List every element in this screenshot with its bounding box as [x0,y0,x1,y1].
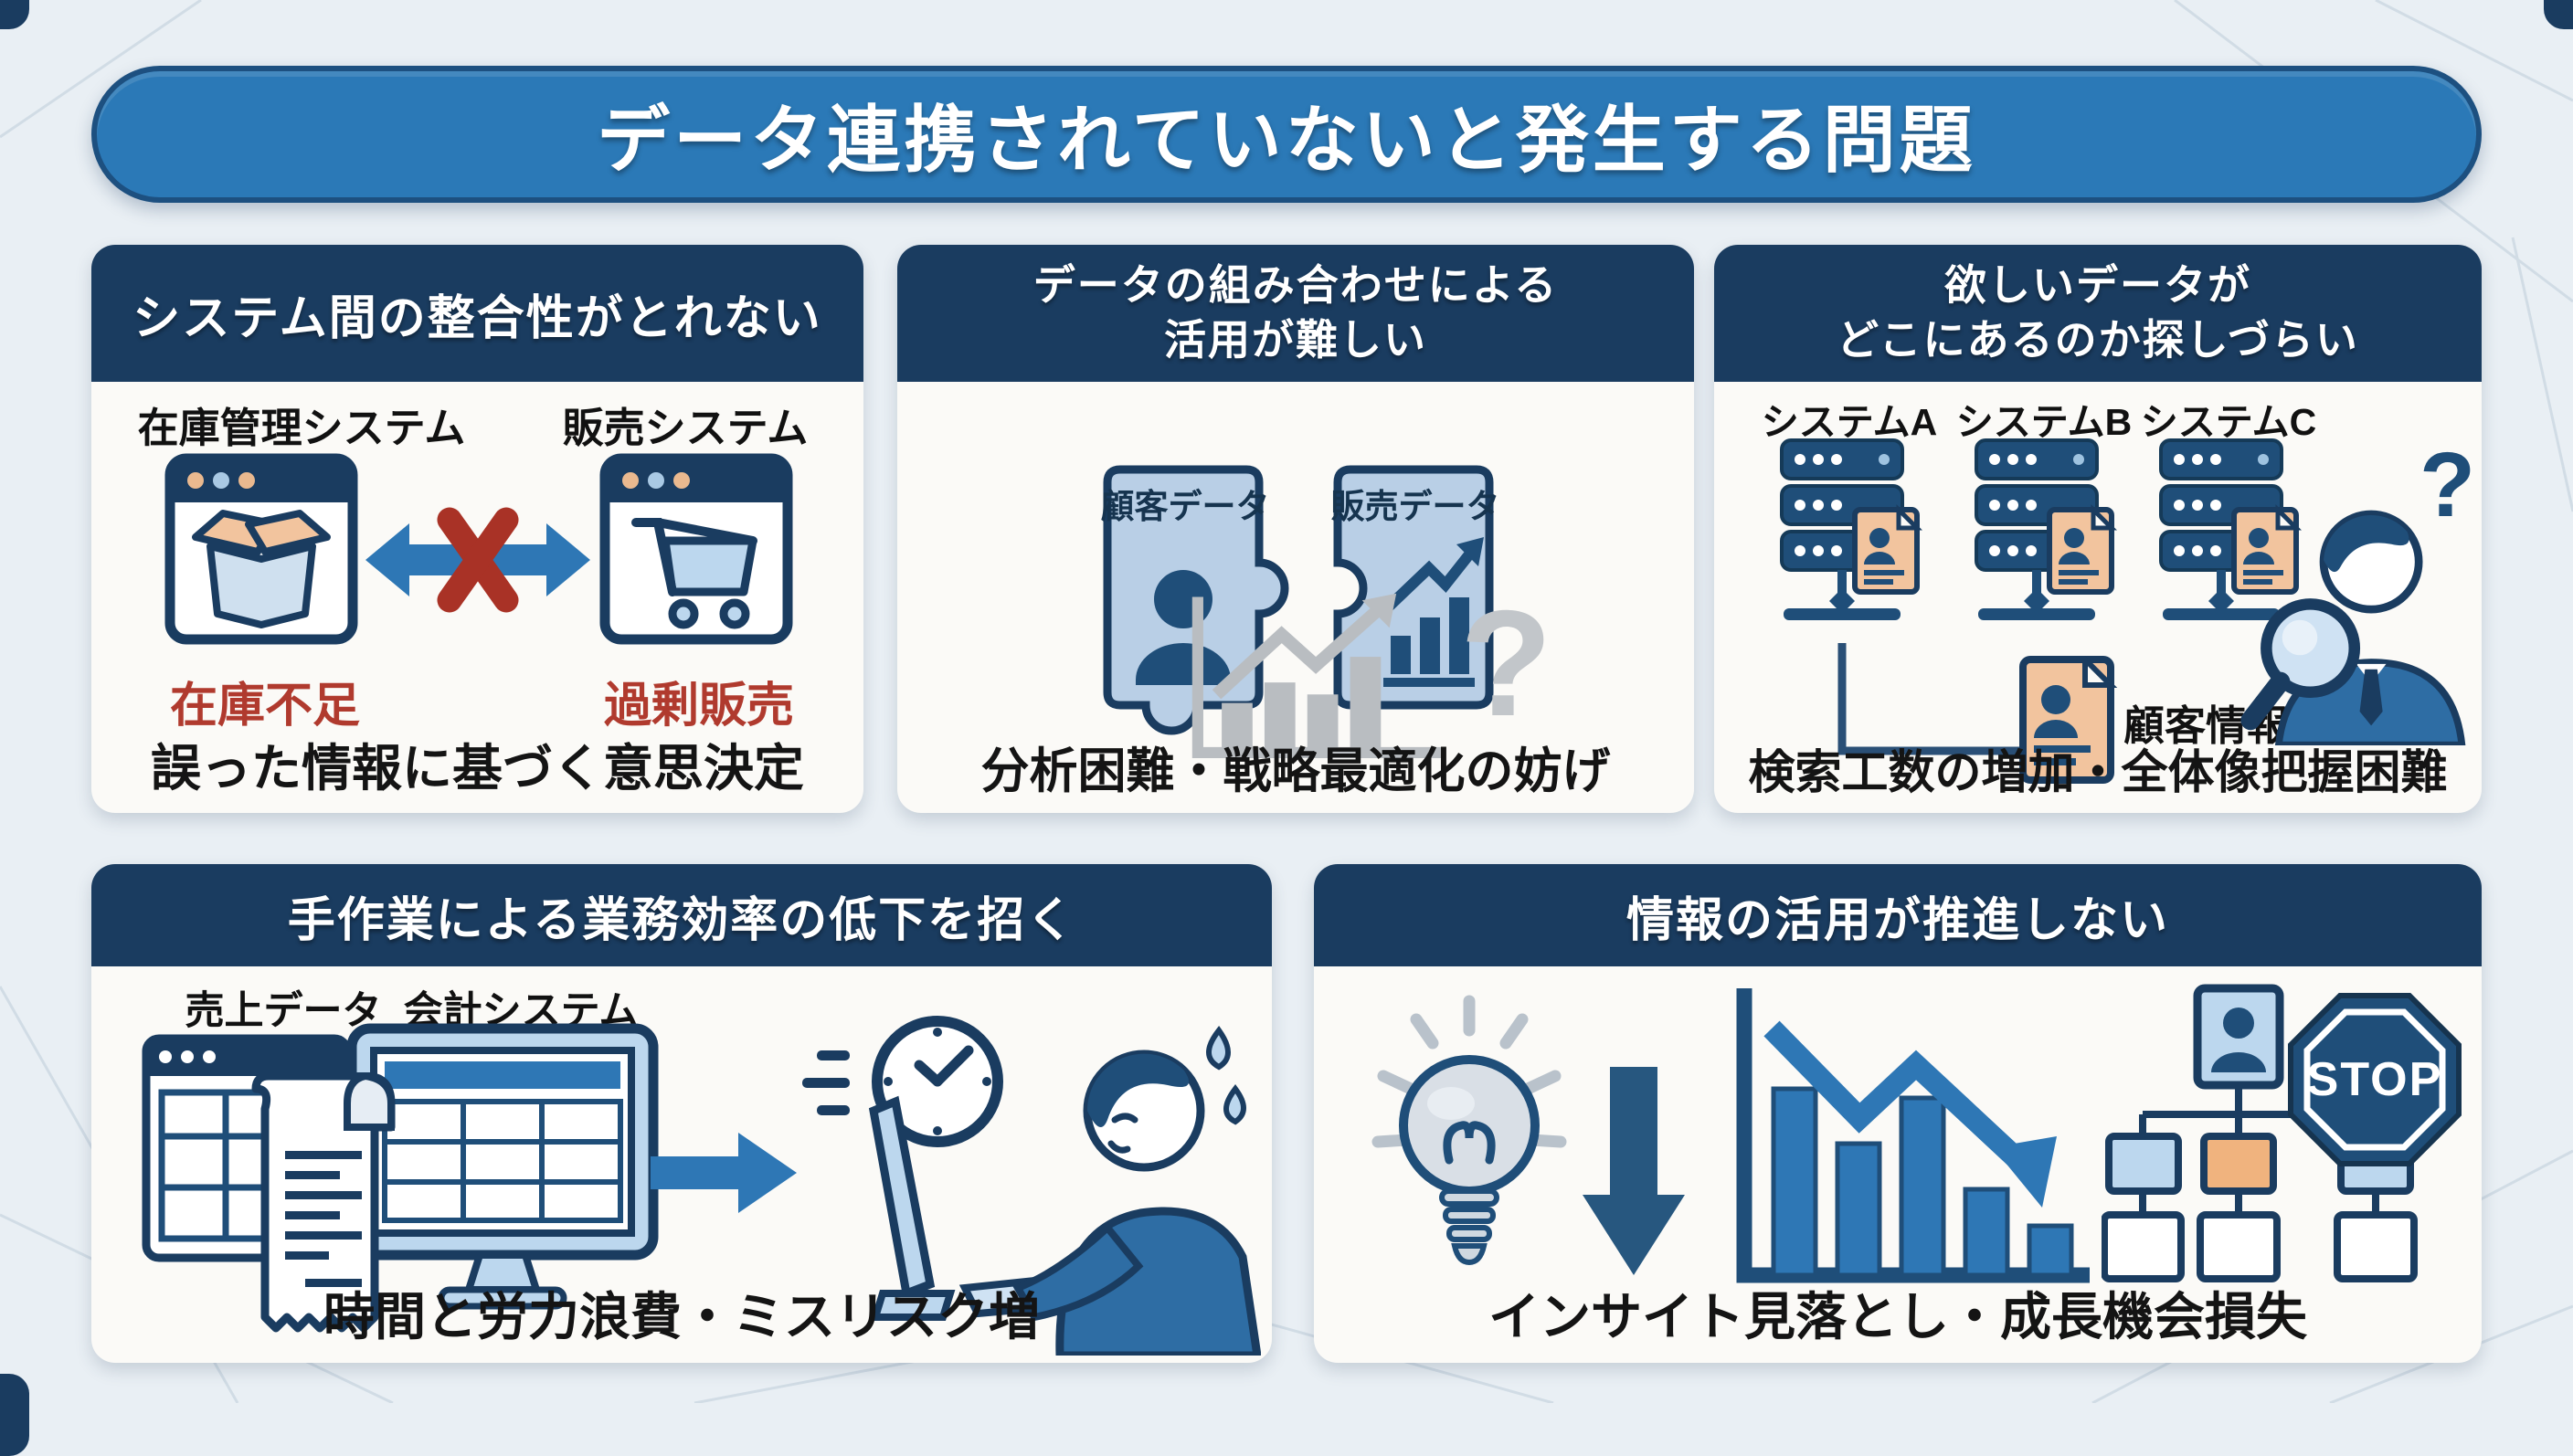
system-b-label: システムB [1955,401,2133,443]
system-a-label: システムA [1761,401,1938,443]
card-data-location: 欲しいデータが どこにあるのか探しづらい システムA システムB システムC [1714,245,2482,813]
card-caption: 分析困難・戦略最適化の妨げ [980,744,1611,798]
dim-lightbulb-icon [1371,995,1567,1266]
card-body: 在庫管理システム 販売システム 在庫不足 過剰販 [91,382,863,813]
card-header-line2: 活用が難しい [1164,316,1427,364]
faded-chart-icon [1191,593,1442,759]
card-header-line2: どこにあるのか探しづらい [1837,316,2359,364]
clock-icon [802,1016,1003,1147]
server-b-icon [1975,438,2117,620]
card-header: 情報の活用が推進しない [1314,864,2482,966]
sales-system-label: 販売システム [562,405,809,451]
spreadsheet-monitor-icon [346,1023,659,1310]
inventory-system-label: 在庫管理システム [137,405,466,451]
system-c-label: システムC [2140,401,2317,443]
card-body: STOP インサイト見落とし・成長機会損失 [1314,966,2482,1363]
card-information-utilization: 情報の活用が推進しない [1314,864,2482,1363]
receipt-icon [251,1072,396,1333]
flow-arrow-icon [651,1133,797,1213]
decline-arrow-icon [1583,1067,1685,1275]
declining-chart-icon [1736,988,2090,1283]
card-header-text: システム間の整合性がとれない [132,291,822,345]
page-title: データ連携されていないと発生する問題 [597,100,1976,181]
card-manual-work: 手作業による業務効率の低下を招く 売上データ 会計システム [91,864,1272,1363]
customer-data-label: 顧客データ [1100,488,1270,525]
card-header-text: 手作業による業務効率の低下を招く [287,893,1076,947]
card-header: 欲しいデータが どこにあるのか探しづらい [1714,245,2482,382]
stop-sign-label: STOP [2307,1053,2443,1106]
card-system-consistency: システム間の整合性がとれない 在庫管理システム 販売システム [91,245,863,813]
card-header: システム間の整合性がとれない [91,245,863,382]
inventory-window-icon [164,453,358,645]
card-header-line1: データの組み合わせによる [1032,261,1559,310]
card-body: システムA システムB システムC [1714,382,2482,813]
broken-link-x-icon [365,507,590,613]
card-header-text: 情報の活用が推進しない [1625,893,2169,947]
card-header-line1: 欲しいデータが [1944,261,2251,310]
question-mark: ? [2419,434,2476,536]
card-body: 顧客データ 販売データ ? 分析困難・戦略最適化の妨げ [897,382,1694,813]
server-a-icon [1780,438,1922,620]
card-body: 売上データ 会計システム [91,966,1272,1363]
stressed-worker-icon [802,1016,1261,1356]
card-caption: 時間と労力浪費・ミスリスク増 [323,1288,1040,1345]
card-caption: 検索工数の増加・全体像把握困難 [1748,746,2448,798]
searching-person-icon [2240,510,2466,745]
card-data-combination: データの組み合わせによる 活用が難しい 顧客データ 販売データ [897,245,1694,813]
cart-window-icon [599,453,793,645]
stop-sign-icon: STOP [2288,993,2462,1166]
sales-data-label: 販売データ [1330,488,1500,525]
main-title-banner: データ連携されていないと発生する問題 [91,66,2482,203]
card-caption: インサイト見落とし・成長機会損失 [1488,1288,2307,1345]
sales-data-puzzle-icon [1333,465,1494,710]
stock-shortage-status: 在庫不足 [169,680,360,733]
question-mark: ? [1460,579,1552,747]
corner-accent [0,1374,29,1456]
card-header: 手作業による業務効率の低下を招く [91,864,1272,966]
sales-data-label: 売上データ [185,989,382,1033]
customer-info-doc-icon [2019,656,2118,784]
server-c-icon [2159,438,2302,620]
org-chart-stop-icon: STOP [2102,984,2462,1282]
card-header: データの組み合わせによる 活用が難しい [897,245,1694,382]
card-caption: 誤った情報に基づく意思決定 [150,740,804,797]
overselling-status: 過剰販売 [603,680,794,733]
connector-line [1837,643,2037,755]
